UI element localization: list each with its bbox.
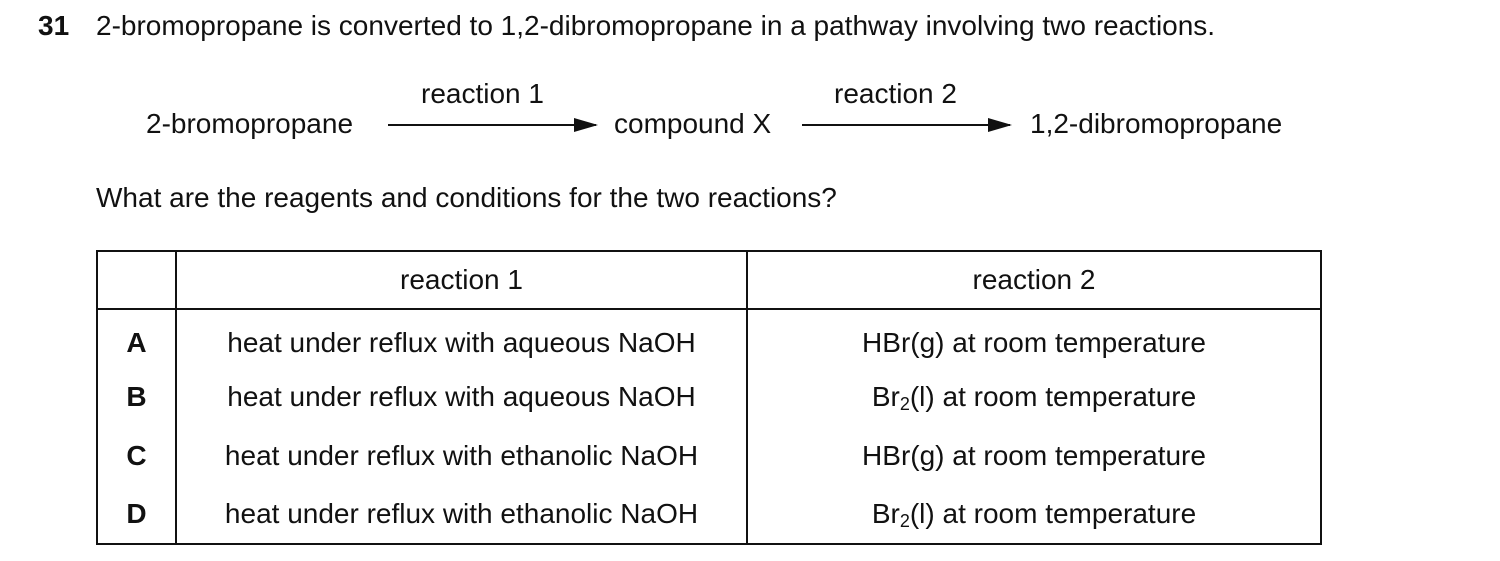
option-reaction2: HBr(g) at room temperature bbox=[746, 426, 1322, 486]
reagent-text: Br bbox=[871, 498, 900, 530]
option-reaction1: heat under reflux with aqueous NaOH bbox=[175, 309, 748, 368]
option-letter: B bbox=[96, 367, 177, 427]
reaction1-arrow bbox=[388, 118, 598, 132]
question-stem: 2-bromopropane is converted to 1,2-dibro… bbox=[96, 10, 1216, 41]
option-reaction1: heat under reflux with ethanolic NaOH bbox=[175, 485, 748, 545]
option-letter: C bbox=[96, 426, 177, 486]
scheme-start: 2-bromopropane bbox=[146, 108, 354, 139]
question-number: 31 bbox=[38, 10, 70, 41]
table-header-row: reaction 1 reaction 2 bbox=[96, 250, 1322, 310]
scheme-product: 1,2-dibromopropane bbox=[1030, 108, 1283, 139]
header-reaction1: reaction 1 bbox=[175, 250, 748, 310]
option-reaction1: heat under reflux with ethanolic NaOH bbox=[175, 426, 748, 486]
reagent-conditions: (l) at room temperature bbox=[909, 498, 1197, 530]
option-letter: D bbox=[96, 485, 177, 545]
option-reaction2: Br2(l) at room temperature bbox=[746, 367, 1322, 427]
option-reaction2: HBr(g) at room temperature bbox=[746, 309, 1322, 368]
reaction2-label: reaction 2 bbox=[834, 78, 957, 109]
reagent-text: HBr(g) at room temperature bbox=[862, 439, 1206, 471]
reagent-text: Br bbox=[871, 381, 900, 413]
scheme-intermediate: compound X bbox=[614, 108, 772, 139]
header-reaction2: reaction 2 bbox=[746, 250, 1322, 310]
option-reaction1: heat under reflux with aqueous NaOH bbox=[175, 367, 748, 427]
reaction1-label: reaction 1 bbox=[421, 78, 544, 109]
reagent-subscript: 2 bbox=[899, 511, 910, 532]
option-letter: A bbox=[96, 309, 177, 368]
question-prompt: What are the reagents and conditions for… bbox=[96, 182, 837, 213]
header-letter bbox=[96, 250, 177, 310]
option-reaction2: Br2(l) at room temperature bbox=[746, 485, 1322, 545]
reagent-conditions: (l) at room temperature bbox=[909, 381, 1197, 413]
reaction2-arrow bbox=[802, 118, 1012, 132]
reagent-subscript: 2 bbox=[899, 394, 910, 415]
reagent-text: HBr(g) at room temperature bbox=[862, 326, 1206, 358]
